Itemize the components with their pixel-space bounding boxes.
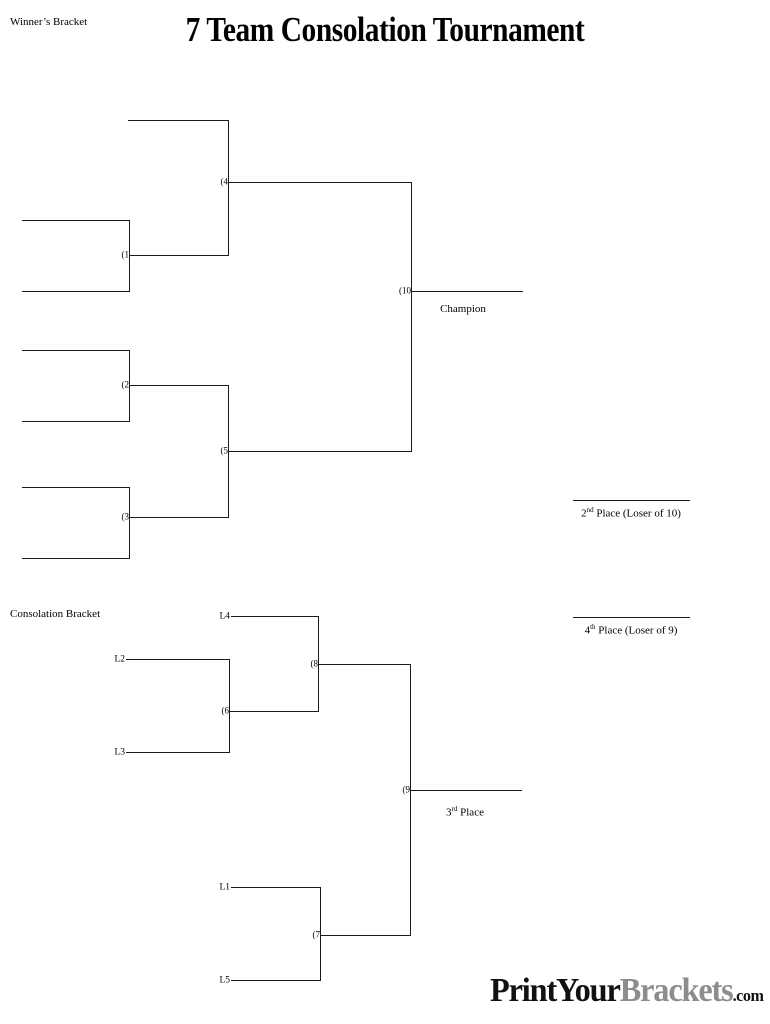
bracket-line-game1-bottom bbox=[22, 291, 130, 293]
bracket-line-l2 bbox=[126, 659, 230, 661]
bracket-connector-game6 bbox=[229, 659, 231, 753]
seed-label-l4: L4 bbox=[219, 611, 230, 622]
third-place-text-pre: 3 bbox=[446, 806, 452, 819]
bracket-line-game3-advance bbox=[129, 517, 229, 519]
game-number-4: (4 bbox=[220, 176, 229, 187]
bracket-line-game1-top bbox=[22, 220, 130, 222]
champion-caption: Champion bbox=[440, 303, 486, 315]
second-place-text-post: Place (Loser of 10) bbox=[593, 507, 681, 520]
bracket-connector-game3 bbox=[129, 487, 131, 559]
third-place-text-post: Place bbox=[457, 806, 484, 819]
logo-text-brackets: Brackets bbox=[619, 972, 734, 1009]
bracket-line-game8-advance bbox=[318, 664, 411, 666]
bracket-line-game4-top bbox=[128, 120, 229, 122]
bracket-line-l5 bbox=[231, 980, 321, 982]
game-number-8: (8 bbox=[310, 658, 319, 669]
bracket-line-l1 bbox=[231, 887, 321, 889]
seed-label-l2: L2 bbox=[114, 654, 125, 665]
fourth-place-text-pre: 4 bbox=[584, 624, 591, 637]
fourth-place-ordinal: th bbox=[590, 623, 596, 631]
bracket-line-game5-advance bbox=[228, 451, 412, 453]
game-number-5: (5 bbox=[220, 445, 229, 456]
second-place-line bbox=[573, 500, 690, 502]
third-place-ordinal: rd bbox=[451, 805, 458, 813]
bracket-line-game4-advance bbox=[228, 182, 412, 184]
seed-label-l1: L1 bbox=[219, 882, 230, 893]
logo-text-dotcom: .com bbox=[732, 986, 764, 1005]
bracket-connector-game9 bbox=[410, 664, 412, 936]
bracket-line-l4 bbox=[231, 616, 319, 617]
consolation-bracket-label: Consolation Bracket bbox=[10, 608, 101, 620]
bracket-line-champion bbox=[411, 291, 523, 293]
seed-label-l5: L5 bbox=[219, 975, 230, 986]
bracket-connector-game10 bbox=[411, 182, 413, 452]
bracket-line-game2-advance bbox=[129, 385, 229, 387]
second-place-ordinal: nd bbox=[586, 506, 594, 514]
bracket-line-game1-advance bbox=[129, 255, 229, 257]
bracket-line-game3-top bbox=[22, 487, 130, 489]
bracket-line-game2-bottom bbox=[22, 421, 130, 423]
third-place-caption: 3rd Place bbox=[446, 805, 484, 819]
second-place-caption: 2nd Place (Loser of 10) bbox=[581, 506, 681, 520]
winners-bracket-label: Winner’s Bracket bbox=[10, 16, 88, 28]
game-number-3: (3 bbox=[121, 511, 130, 522]
bracket-line-third-place bbox=[410, 790, 522, 792]
seed-label-l3: L3 bbox=[114, 747, 125, 758]
game-number-6: (6 bbox=[221, 705, 230, 716]
bracket-line-game2-top bbox=[22, 350, 130, 352]
fourth-place-caption: 4th Place (Loser of 9) bbox=[585, 623, 678, 637]
bracket-line-game3-bottom bbox=[22, 558, 130, 560]
bracket-line-l3 bbox=[126, 752, 230, 754]
bracket-connector-game4 bbox=[228, 120, 230, 256]
bracket-connector-game7 bbox=[320, 887, 322, 981]
fourth-place-text-post: Place (Loser of 9) bbox=[595, 624, 678, 637]
fourth-place-line bbox=[573, 617, 690, 619]
logo-text-print-your: PrintYour bbox=[490, 972, 621, 1009]
game-number-10: (10 bbox=[399, 285, 411, 296]
printyourbrackets-logo[interactable]: PrintYourBrackets.com bbox=[490, 968, 764, 1014]
game-number-1: (1 bbox=[121, 249, 130, 260]
page-title: 7 Team Consolation Tournament bbox=[185, 10, 585, 49]
bracket-line-game6-advance bbox=[229, 711, 319, 713]
game-number-2: (2 bbox=[121, 379, 130, 390]
game-number-9: (9 bbox=[402, 784, 411, 795]
bracket-line-game7-advance bbox=[320, 935, 411, 937]
game-number-7: (7 bbox=[312, 929, 321, 940]
second-place-text-pre: 2 bbox=[581, 507, 587, 520]
